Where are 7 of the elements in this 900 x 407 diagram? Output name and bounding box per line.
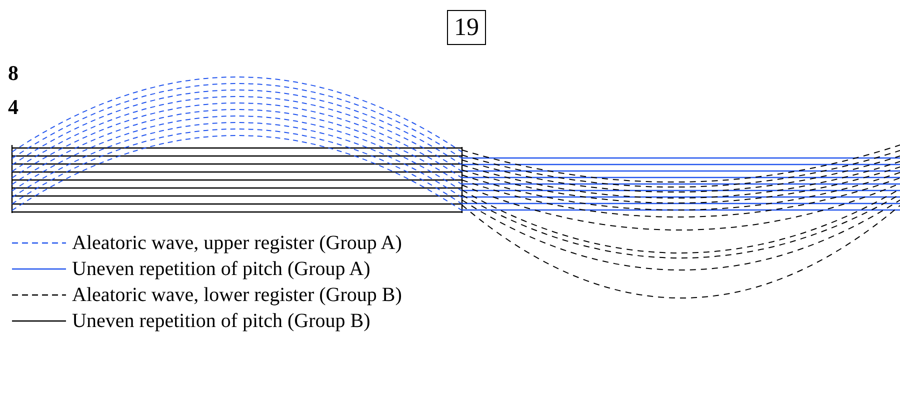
legend-label: Aleatoric wave, lower register (Group B) — [72, 285, 402, 305]
legend-label: Aleatoric wave, upper register (Group A) — [72, 233, 402, 253]
legend-label: Uneven repetition of pitch (Group A) — [72, 259, 370, 279]
time-signature-number: 4 — [8, 97, 18, 118]
measure-number: 19 — [447, 10, 486, 45]
legend-label: Uneven repetition of pitch (Group B) — [72, 311, 370, 331]
time-signature-number: 8 — [8, 63, 18, 84]
